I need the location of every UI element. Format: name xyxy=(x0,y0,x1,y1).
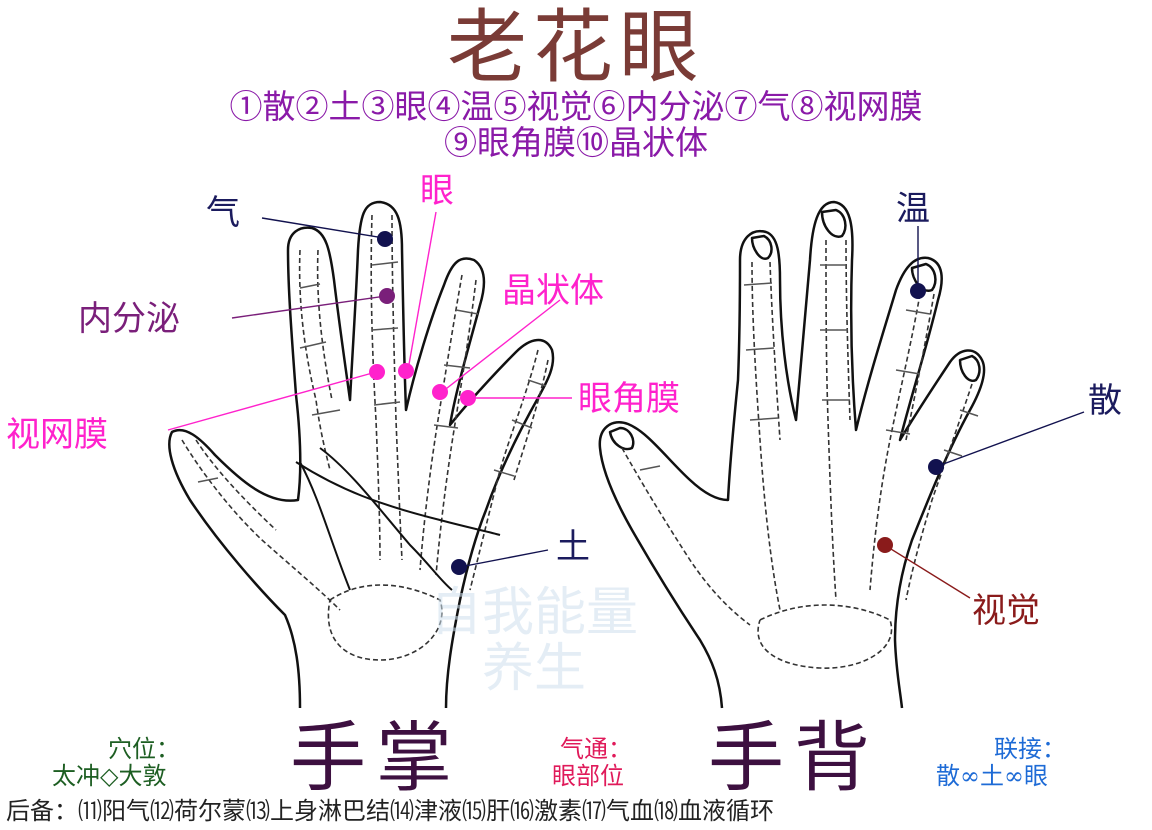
label-qi: 气 xyxy=(206,193,240,233)
label-shijue: 视觉 xyxy=(972,591,1040,631)
lianjie-label: 联接： xyxy=(994,735,1066,763)
point-jingzhuangti xyxy=(432,384,448,400)
palm-hand-outline xyxy=(168,200,555,709)
backup-list: 后备：⑾阳气⑿荷尔蒙⒀上身淋巴结⒁津液⒂肝⒃激素⒄气血⒅血液循环 xyxy=(6,797,774,825)
back-hand-outline xyxy=(598,200,986,709)
point-shiwangmo xyxy=(369,364,385,380)
acupoints-value: 太冲◇大敦 xyxy=(52,762,167,790)
palm-bones xyxy=(181,214,549,661)
palm-crease-lines xyxy=(295,447,501,591)
point-yan xyxy=(398,363,414,379)
point-wen xyxy=(910,283,926,299)
lianjie-value: 散∞土∞眼 xyxy=(936,762,1048,790)
point-shijue xyxy=(877,537,893,553)
label-san: 散 xyxy=(1088,381,1122,421)
watermark-line-2: 养生 xyxy=(482,639,587,699)
point-qi xyxy=(377,231,393,247)
watermark: 自我能量 养生 xyxy=(430,585,638,697)
qitong-value: 眼部位 xyxy=(552,762,624,790)
label-neifenmi: 内分泌 xyxy=(78,299,180,339)
back-joints xyxy=(639,264,979,471)
qitong-label: 气通： xyxy=(560,735,632,763)
label-jingzhuangti: 晶状体 xyxy=(502,271,604,311)
label-yan: 眼 xyxy=(420,171,454,211)
point-san xyxy=(928,459,944,475)
page-title: 老花眼 xyxy=(447,1,705,94)
palm-heading: 手掌 xyxy=(290,713,462,802)
label-shiwangmo: 视网膜 xyxy=(6,415,108,455)
label-tu: 土 xyxy=(556,527,590,567)
acupoints-label: 穴位： xyxy=(108,735,180,763)
label-yanjiaomo: 眼角膜 xyxy=(578,379,680,419)
legend-line-1: ①散②土③眼④温⑤视觉⑥内分泌⑦气⑧视网膜 xyxy=(229,87,923,126)
legend-line-2: ⑨眼角膜⑩晶状体 xyxy=(444,123,708,162)
point-neifenmi xyxy=(379,288,395,304)
point-yanjiaomo xyxy=(460,390,476,406)
watermark-line-1: 自我能量 xyxy=(430,583,639,643)
leader-lines xyxy=(167,211,1085,599)
back-heading: 手背 xyxy=(708,713,880,802)
label-wen: 温 xyxy=(896,189,930,229)
point-tu xyxy=(451,559,467,575)
back-bones xyxy=(621,239,973,669)
palm-joints xyxy=(197,261,547,483)
